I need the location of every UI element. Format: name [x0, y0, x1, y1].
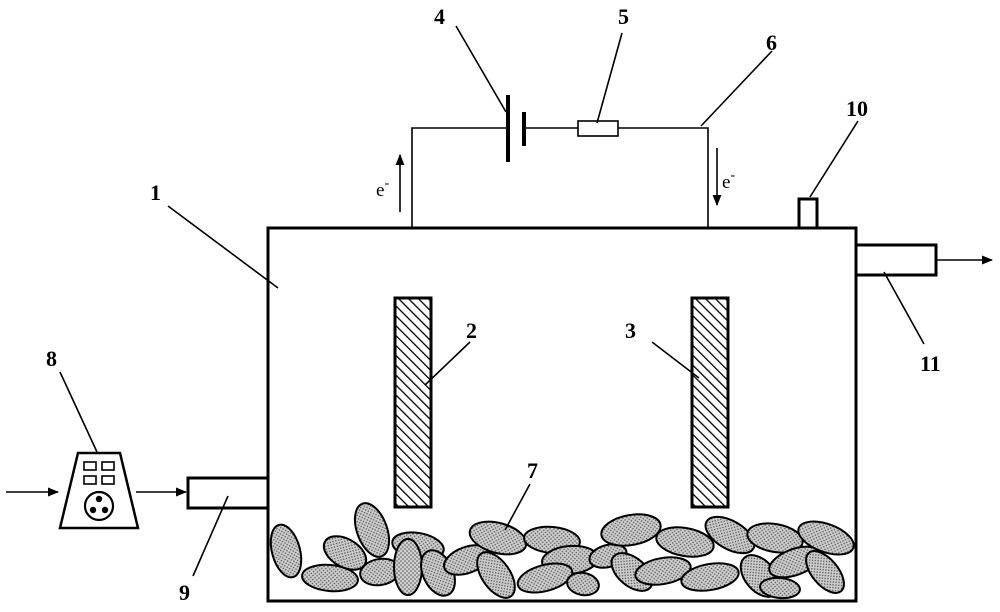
leader-lines [59, 25, 925, 577]
label-4: 4 [434, 4, 445, 29]
label-5: 5 [618, 4, 629, 29]
pellet-bed [269, 502, 855, 600]
label-2: 2 [466, 318, 477, 343]
electrode-cathode [690, 296, 730, 509]
label-6: 6 [766, 30, 777, 55]
label-9: 9 [179, 580, 190, 605]
label-11: 11 [920, 351, 941, 376]
resistor [577, 120, 619, 137]
label-1: 1 [150, 180, 161, 205]
label-7: 7 [527, 458, 538, 483]
label-3: 3 [625, 318, 636, 343]
inlet-pipe [186, 476, 270, 510]
top-port [797, 197, 819, 230]
battery-symbol [506, 95, 526, 162]
outlet-pipe [854, 243, 938, 277]
pump [6, 451, 140, 530]
electron-label-left: e- [376, 176, 389, 201]
electron-label-right: e- [722, 168, 735, 193]
electrode-anode [393, 296, 433, 509]
label-10: 10 [846, 96, 868, 121]
label-8: 8 [46, 346, 57, 371]
